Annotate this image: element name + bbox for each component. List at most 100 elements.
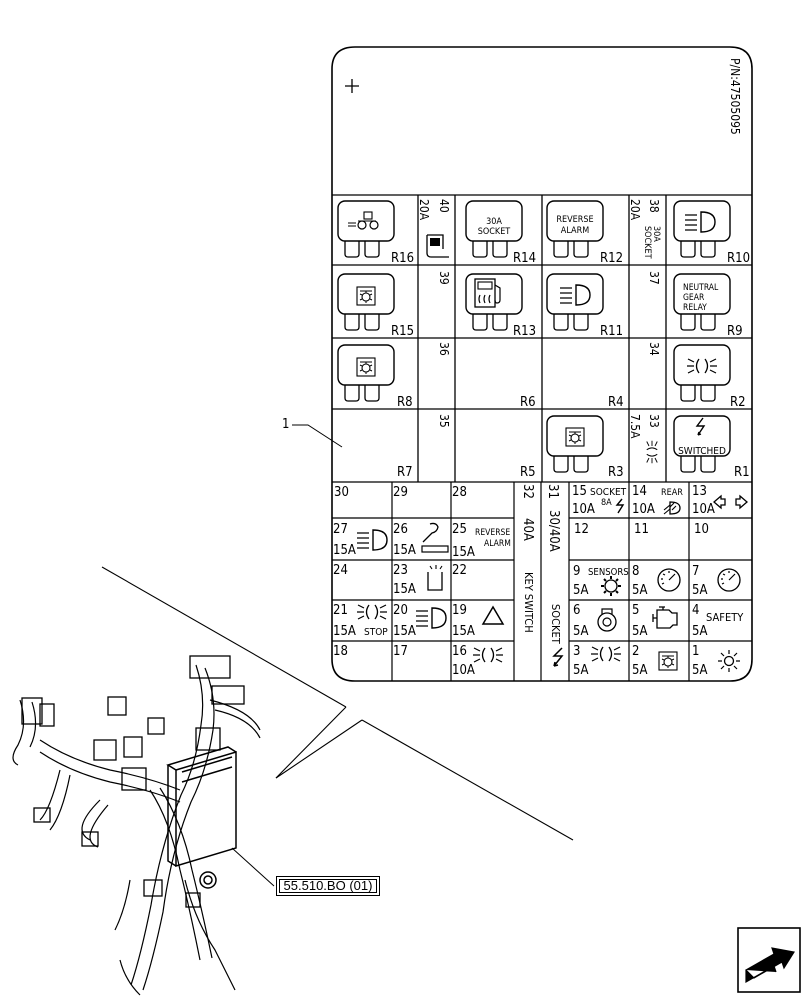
fuse-5: 5 5A [632,603,678,639]
fuse-1: 1 5A [692,644,740,678]
lightning-icon [552,647,564,667]
svg-text:R3: R3 [608,465,624,480]
svg-text:7.5A: 7.5A [628,414,642,439]
fuse-31: 31 30/40A SOCKET [545,484,564,667]
rear-light-icon [663,501,681,515]
parking-light-icon [686,358,718,374]
svg-text:40A: 40A [520,518,535,541]
fuse-11: 11 [634,522,649,537]
fuse-32: 32 40A KEY SWITCH [520,484,535,633]
svg-text:5A: 5A [632,583,647,598]
beacon-icon [718,650,740,672]
svg-text:5A: 5A [692,663,707,678]
svg-text:4: 4 [692,603,699,618]
svg-text:15A: 15A [393,582,416,597]
svg-text:33: 33 [647,414,661,428]
fuse-8: 8 5A [632,564,681,598]
fuse-7: 7 5A [692,564,741,598]
svg-text:5A: 5A [692,583,707,598]
fuse-4: 4 SAFETY 5A [692,603,744,639]
svg-text:27: 27 [333,522,348,537]
svg-text:38: 38 [647,199,661,213]
fuse-13: 13 10A [692,484,748,517]
fuse-box-module [166,746,237,889]
relay-r1: SWITCHED R1 [673,415,750,480]
fuse-16: 16 10A [452,644,504,678]
svg-text:R2: R2 [730,395,746,410]
svg-text:5A: 5A [632,624,647,639]
fuse-40: 40 20A [417,199,451,258]
fuse-box-outline [331,46,753,682]
svg-text:14: 14 [632,484,647,499]
svg-text:ALARM: ALARM [484,539,511,549]
wiring-harness [12,655,261,996]
relay-r15: R15 [337,273,414,339]
svg-text:37: 37 [647,271,661,285]
fuse-29: 29 [393,485,408,500]
svg-text:39: 39 [437,271,451,285]
svg-text:SOCKET: SOCKET [590,487,627,498]
fuse-19: 19 15A [452,603,505,639]
direction-indicator [737,927,801,993]
svg-text:15A: 15A [393,543,416,558]
svg-text:9: 9 [573,564,580,579]
relay-r6: R6 [520,395,536,410]
fuse-37: 37 [647,271,661,285]
fuse-15: 15 SOCKET 10A 8A [572,484,627,517]
svg-text:R14: R14 [513,251,536,266]
svg-text:36: 36 [437,342,451,356]
relay-icon [356,286,376,306]
svg-text:31: 31 [545,484,560,499]
svg-text:13: 13 [692,484,707,499]
svg-text:30A: 30A [486,217,502,227]
relay-r2: R2 [673,344,746,410]
fuse-2: 2 5A [632,644,678,678]
svg-text:R8: R8 [397,395,413,410]
fuse-grid [332,482,752,681]
svg-text:5A: 5A [573,663,588,678]
headlight-icon [684,211,716,233]
svg-text:10A: 10A [452,663,475,678]
fuse-30: 30 [334,485,349,500]
callout-leader [292,424,343,448]
svg-text:R15: R15 [391,324,414,339]
svg-text:25: 25 [452,522,467,537]
svg-text:15A: 15A [333,543,356,558]
svg-text:3: 3 [573,644,580,659]
item-callout: 1 [282,417,289,432]
svg-text:21: 21 [333,603,348,618]
fuse-3: 3 5A [573,644,622,678]
svg-text:19: 19 [452,603,467,618]
gauge-icon [657,568,681,592]
engine-icon [652,606,678,629]
relay-r11: R11 [546,273,623,339]
fuse-21: 21 15A STOP [333,603,388,639]
svg-text:SAFETY: SAFETY [706,611,744,624]
svg-text:STOP: STOP [364,627,388,638]
sensor-gear-icon [601,576,621,596]
svg-text:30/40A: 30/40A [546,510,561,552]
fuse-36: 36 [437,342,451,356]
svg-text:35: 35 [437,414,451,428]
svg-text:20A: 20A [628,199,642,221]
relay-r12: REVERSE ALARM R12 [546,200,623,266]
svg-text:1: 1 [692,644,699,659]
reference-leader [231,847,275,887]
svg-text:R1: R1 [734,465,750,480]
fuse-35: 35 [437,414,451,428]
svg-text:REVERSE: REVERSE [556,215,593,225]
fuse-6: 6 5A [573,603,617,639]
relay-r9: NEUTRAL GEAR RELAY R9 [673,273,743,339]
relay-r10: R10 [673,200,750,266]
svg-text:SOCKET: SOCKET [478,227,511,237]
svg-text:10A: 10A [572,502,595,517]
hazard-icon [481,605,505,625]
fuse-10: 10 [694,522,709,537]
svg-text:GEAR: GEAR [683,293,705,303]
svg-text:NEUTRAL: NEUTRAL [683,283,719,293]
svg-text:10A: 10A [632,502,655,517]
fuse-14: 14 REAR 10A [632,484,683,517]
fuse-23: 23 15A [393,563,443,597]
svg-text:15: 15 [572,484,587,499]
